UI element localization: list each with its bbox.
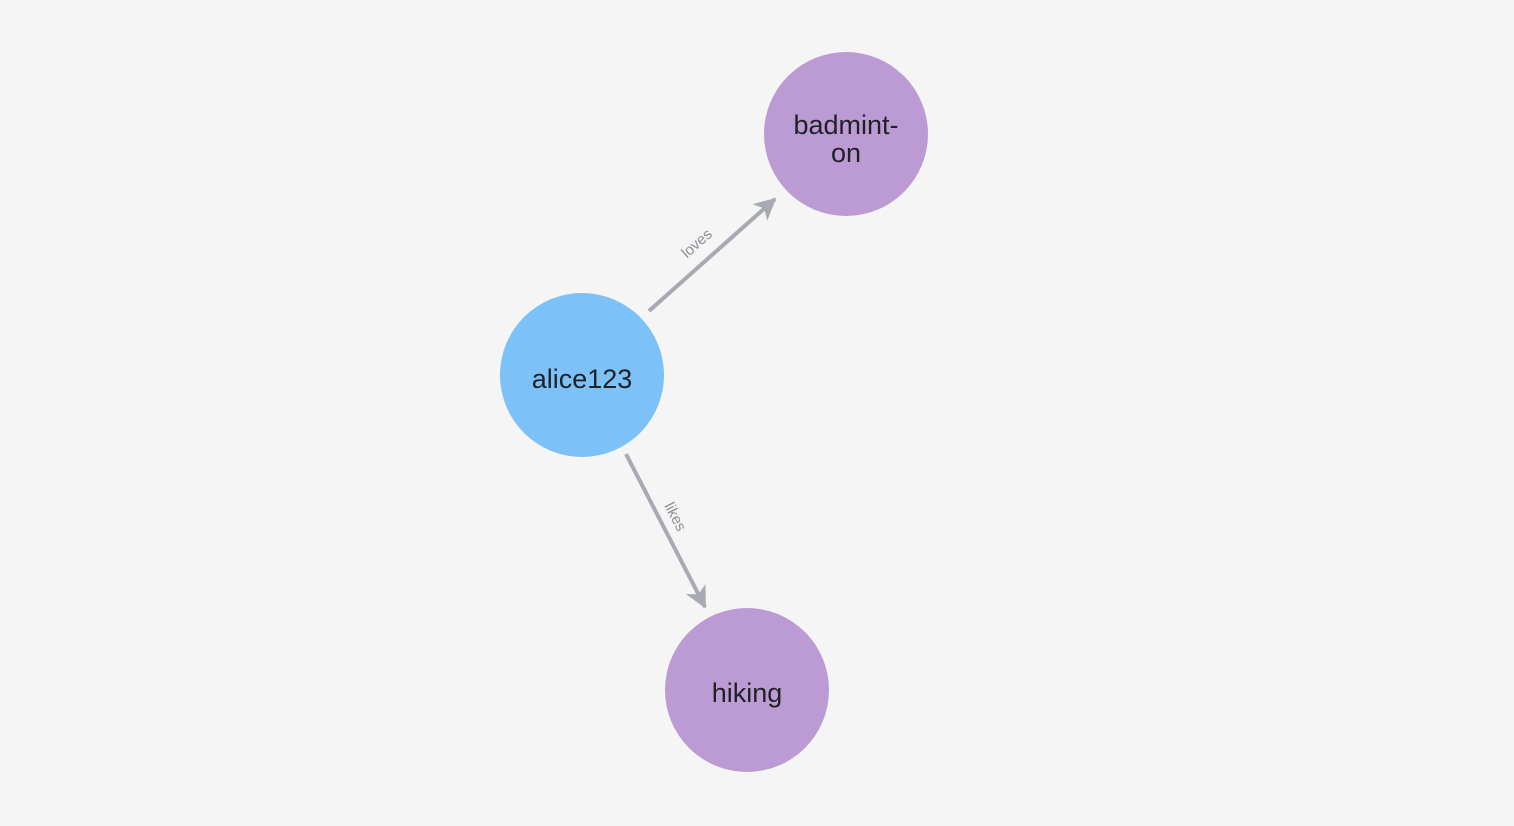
node-circle-hiking[interactable] xyxy=(665,608,829,772)
edge-loves: loves xyxy=(647,197,777,313)
node-alice123[interactable]: alice123 xyxy=(500,293,664,457)
node-circle-badminton[interactable] xyxy=(764,52,928,216)
node-badminton[interactable]: badmint-on xyxy=(764,52,928,216)
node-hiking[interactable]: hiking xyxy=(665,608,829,772)
node-circle-alice123[interactable] xyxy=(500,293,664,457)
edge-line-likes[interactable] xyxy=(624,453,707,609)
edge-line-loves[interactable] xyxy=(647,197,777,313)
edge-likes: likes xyxy=(624,453,707,609)
